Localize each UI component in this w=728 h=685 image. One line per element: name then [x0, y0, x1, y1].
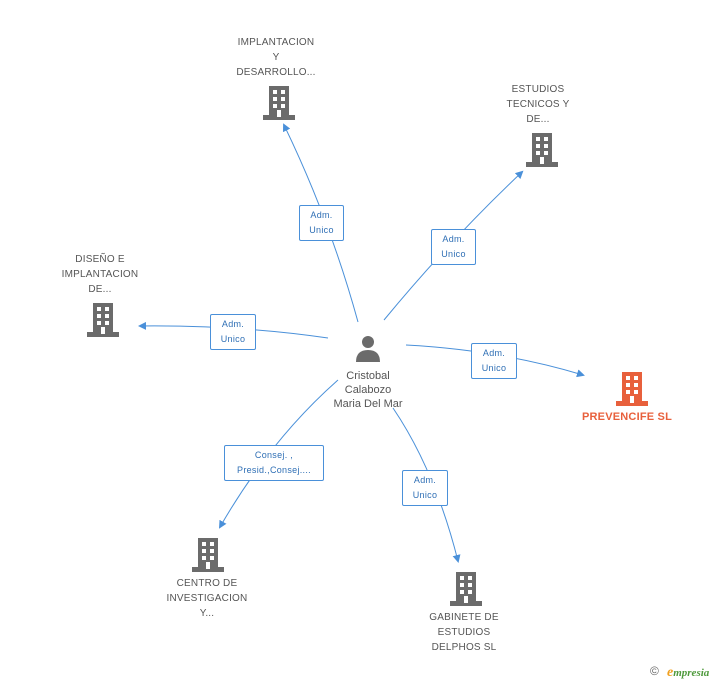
building-icon[interactable]	[450, 572, 482, 606]
company-label-prevencife[interactable]: PREVENCIFE SL	[581, 411, 672, 423]
company-label-implantacion[interactable]: IMPLANTACION Y DESARROLLO...	[236, 37, 316, 78]
brand-logo-text: mpresia	[673, 667, 710, 679]
building-icon[interactable]	[526, 133, 558, 167]
copyright-symbol: ©	[650, 664, 659, 678]
company-label-estudios[interactable]: ESTUDIOS TECNICOS Y DE...	[506, 84, 570, 125]
building-icon-focus[interactable]	[616, 372, 648, 406]
building-icon[interactable]	[192, 538, 224, 572]
brand-logo-initial: e	[667, 665, 674, 680]
company-label-diseno[interactable]: DISEÑO E IMPLANTACION DE...	[61, 254, 139, 295]
person-name[interactable]: Cristobal Calabozo Maria Del Mar	[333, 370, 403, 410]
building-icon[interactable]	[87, 303, 119, 337]
relation-label-prevencife: Adm. Unico	[471, 343, 517, 379]
person-icon[interactable]	[354, 334, 382, 362]
company-label-centro[interactable]: CENTRO DE INVESTIGACION Y...	[166, 578, 248, 619]
relation-label-centro: Consej. , Presid.,Consej....	[224, 445, 324, 481]
relation-label-implantacion: Adm. Unico	[299, 205, 344, 241]
building-icon[interactable]	[263, 86, 295, 120]
relation-label-estudios: Adm. Unico	[431, 229, 476, 265]
brand-logo: empresia	[667, 665, 709, 681]
relation-label-gabinete: Adm. Unico	[402, 470, 448, 506]
relation-label-diseno: Adm. Unico	[210, 314, 256, 350]
company-label-gabinete[interactable]: GABINETE DE ESTUDIOS DELPHOS SL	[429, 612, 499, 653]
